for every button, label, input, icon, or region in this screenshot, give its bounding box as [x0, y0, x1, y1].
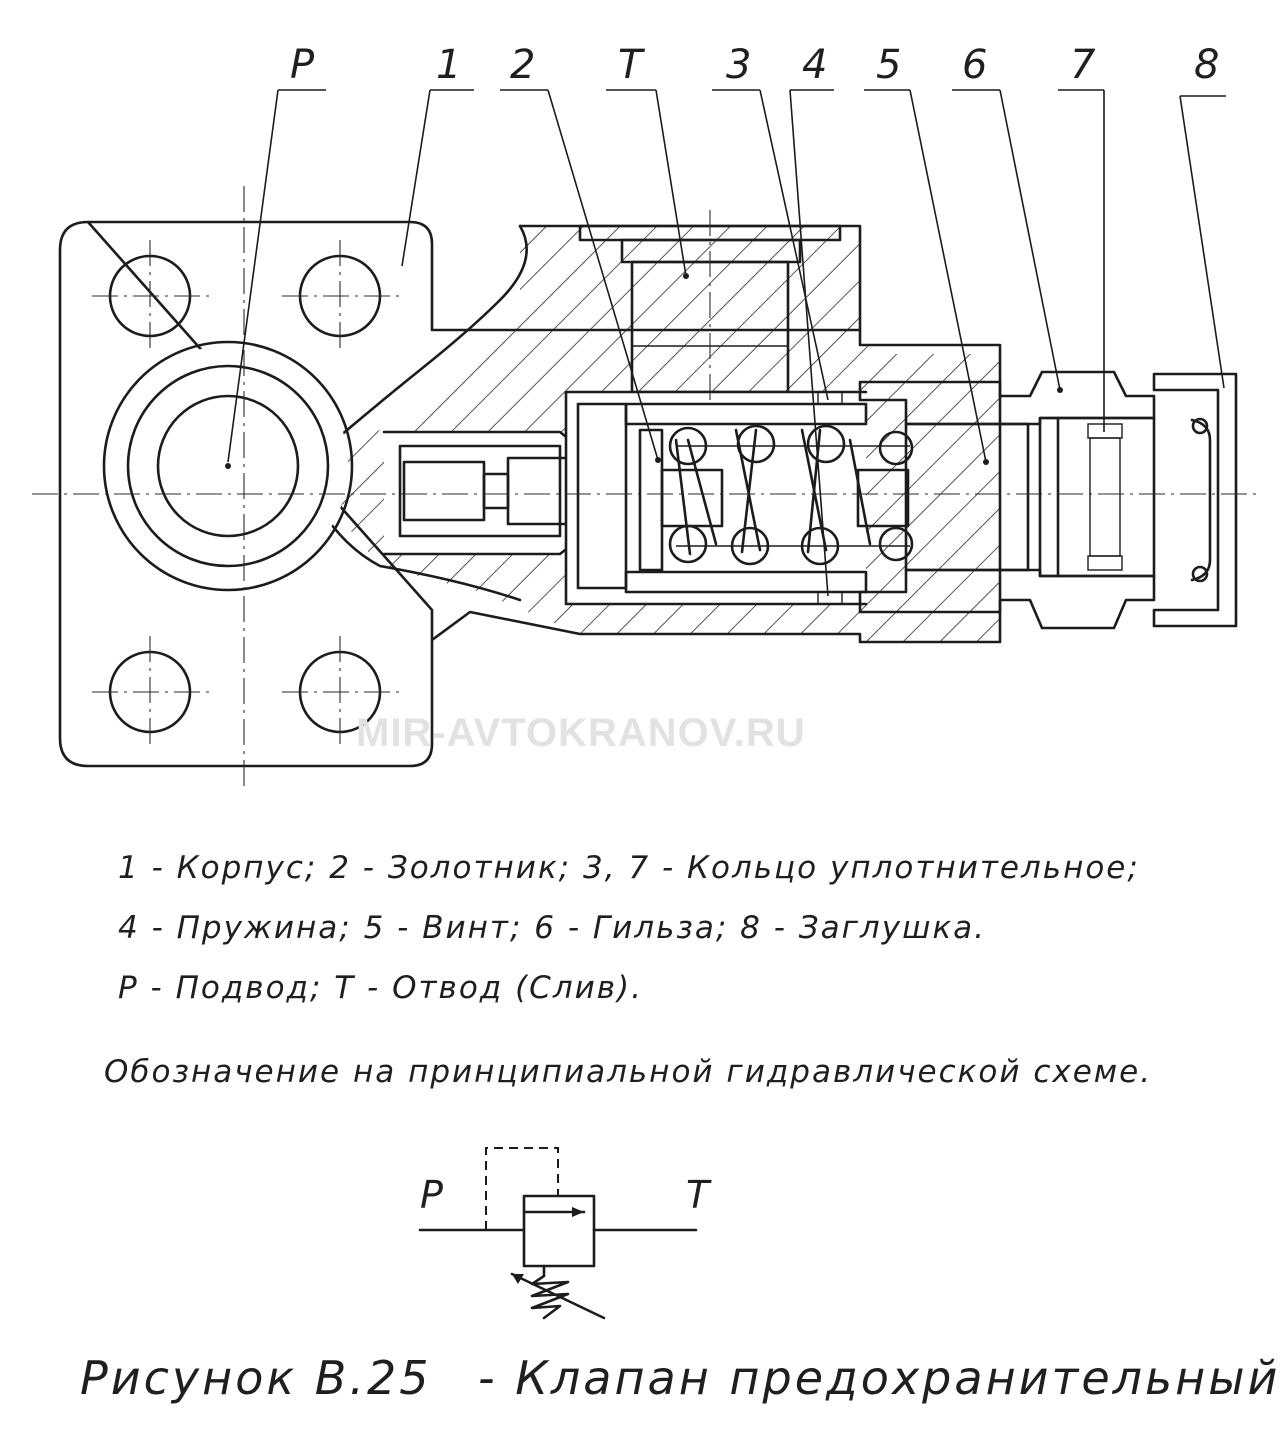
schematic-heading: Обозначение на принципиальной гидравличе… [104, 1054, 1152, 1090]
callout-P: P [290, 42, 315, 88]
section-view [32, 186, 1258, 790]
schematic-port-T: T [686, 1173, 712, 1217]
callout-2: 2 [510, 42, 536, 88]
inlet-port-P [102, 340, 354, 592]
seal-7 [1087, 423, 1123, 571]
leader-lines [227, 89, 1226, 597]
parts-legend: 1 - Корпус; 2 - Золотник; 3, 7 - Кольцо … [118, 850, 1140, 1006]
callout-8: 8 [1194, 42, 1220, 88]
figure-caption: Рисунок В.25 - Клапан предохранительный. [80, 1351, 1280, 1405]
legend-line-3: P - Подвод; T - Отвод (Слив). [118, 970, 643, 1006]
legend-line-1: 1 - Корпус; 2 - Золотник; 3, 7 - Кольцо … [118, 850, 1140, 886]
callout-7: 7 [1070, 42, 1096, 88]
callout-6: 6 [962, 42, 988, 88]
callout-3: 3 [726, 42, 752, 88]
plug-8 [1152, 372, 1238, 628]
callout-4: 4 [802, 42, 828, 88]
callout-1: 1 [436, 42, 462, 88]
figure-title: - Клапан предохранительный. [478, 1351, 1280, 1405]
callout-5: 5 [876, 42, 902, 88]
callout-labels: P 1 2 T 3 4 5 6 7 8 [290, 42, 1220, 88]
sleeve-6 [858, 370, 1156, 630]
schematic-port-P: P [420, 1173, 444, 1217]
figure-number: Рисунок В.25 [80, 1351, 432, 1405]
spring-4 [668, 424, 914, 566]
flange-plate [58, 220, 862, 768]
adjustable-spring-icon [530, 1264, 570, 1320]
hydraulic-symbol: P T [418, 1147, 712, 1320]
callout-T: T [618, 42, 646, 88]
watermark: MIR-AVTOKRANOV.RU [356, 711, 806, 755]
central-bore [382, 430, 602, 556]
bolt-holes [92, 240, 400, 748]
legend-line-2: 4 - Пружина; 5 - Винт; 6 - Гильза; 8 - З… [118, 910, 986, 946]
